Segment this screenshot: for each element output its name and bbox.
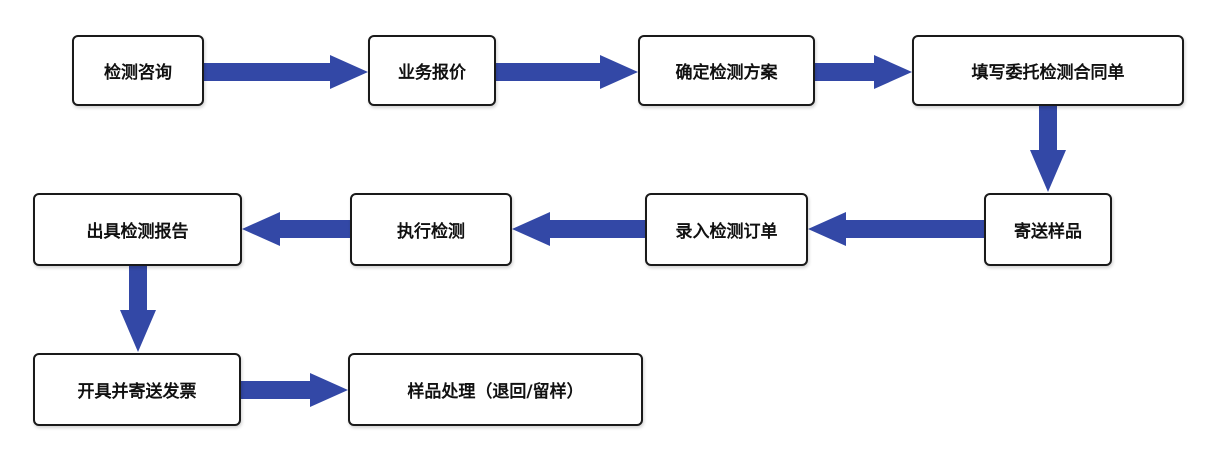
step-invoice: 开具并寄送发票 — [33, 353, 241, 426]
arrow-quote-to-plan — [496, 55, 638, 89]
arrow-contract-to-sample — [1030, 106, 1066, 192]
step-label: 开具并寄送发票 — [77, 382, 197, 402]
step-sample-disposal: 样品处理（退回/留样） — [348, 353, 643, 426]
step-label: 录入检测订单 — [675, 222, 778, 242]
step-send-sample: 寄送样品 — [984, 193, 1112, 266]
step-label: 出具检测报告 — [86, 222, 189, 242]
arrow-invoice-to-disposal — [241, 373, 348, 407]
arrow-report-to-invoice — [120, 265, 156, 352]
step-label: 检测咨询 — [104, 63, 172, 83]
step-label: 执行检测 — [397, 222, 465, 242]
step-quotation: 业务报价 — [368, 35, 496, 106]
arrow-sample-to-order — [808, 212, 984, 246]
step-enter-order: 录入检测订单 — [645, 193, 808, 266]
step-issue-report: 出具检测报告 — [33, 193, 242, 266]
step-label: 样品处理（退回/留样） — [407, 382, 584, 402]
arrow-order-to-execute — [512, 212, 645, 246]
step-contract-form: 填写委托检测合同单 — [912, 35, 1184, 106]
arrow-execute-to-report — [242, 212, 350, 246]
arrow-plan-to-contract — [815, 55, 912, 89]
arrow-consult-to-quote — [204, 55, 368, 89]
step-label: 业务报价 — [398, 63, 466, 83]
step-consultation: 检测咨询 — [72, 35, 204, 106]
step-test-plan: 确定检测方案 — [638, 35, 815, 106]
step-label: 填写委托检测合同单 — [971, 63, 1125, 83]
step-execute-test: 执行检测 — [350, 193, 512, 266]
step-label: 寄送样品 — [1014, 222, 1082, 242]
step-label: 确定检测方案 — [675, 63, 778, 83]
